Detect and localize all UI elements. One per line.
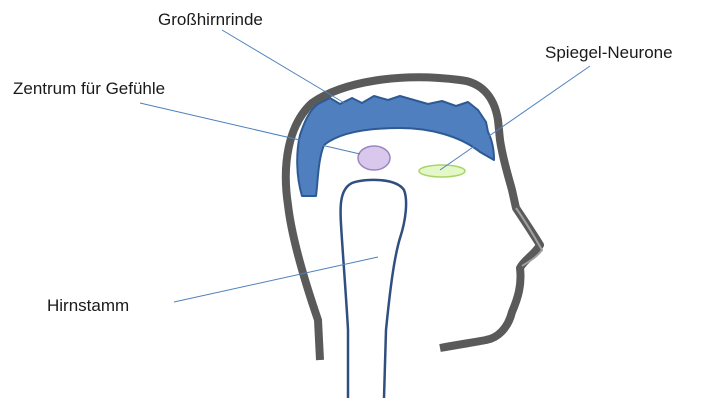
brainstem-shape: [341, 180, 406, 398]
brainstem-leader-line: [174, 257, 378, 302]
emotion-center-label: Zentrum für Gefühle: [13, 80, 165, 97]
cortex-leader-line: [222, 30, 346, 104]
brainstem-label: Hirnstamm: [47, 297, 129, 314]
mirror-neurons-label: Spiegel-Neurone: [545, 44, 673, 61]
cortex-label: Großhirnrinde: [158, 11, 263, 28]
emotion-center-shape: [358, 146, 390, 170]
mirror-neurons-shape: [419, 165, 465, 177]
